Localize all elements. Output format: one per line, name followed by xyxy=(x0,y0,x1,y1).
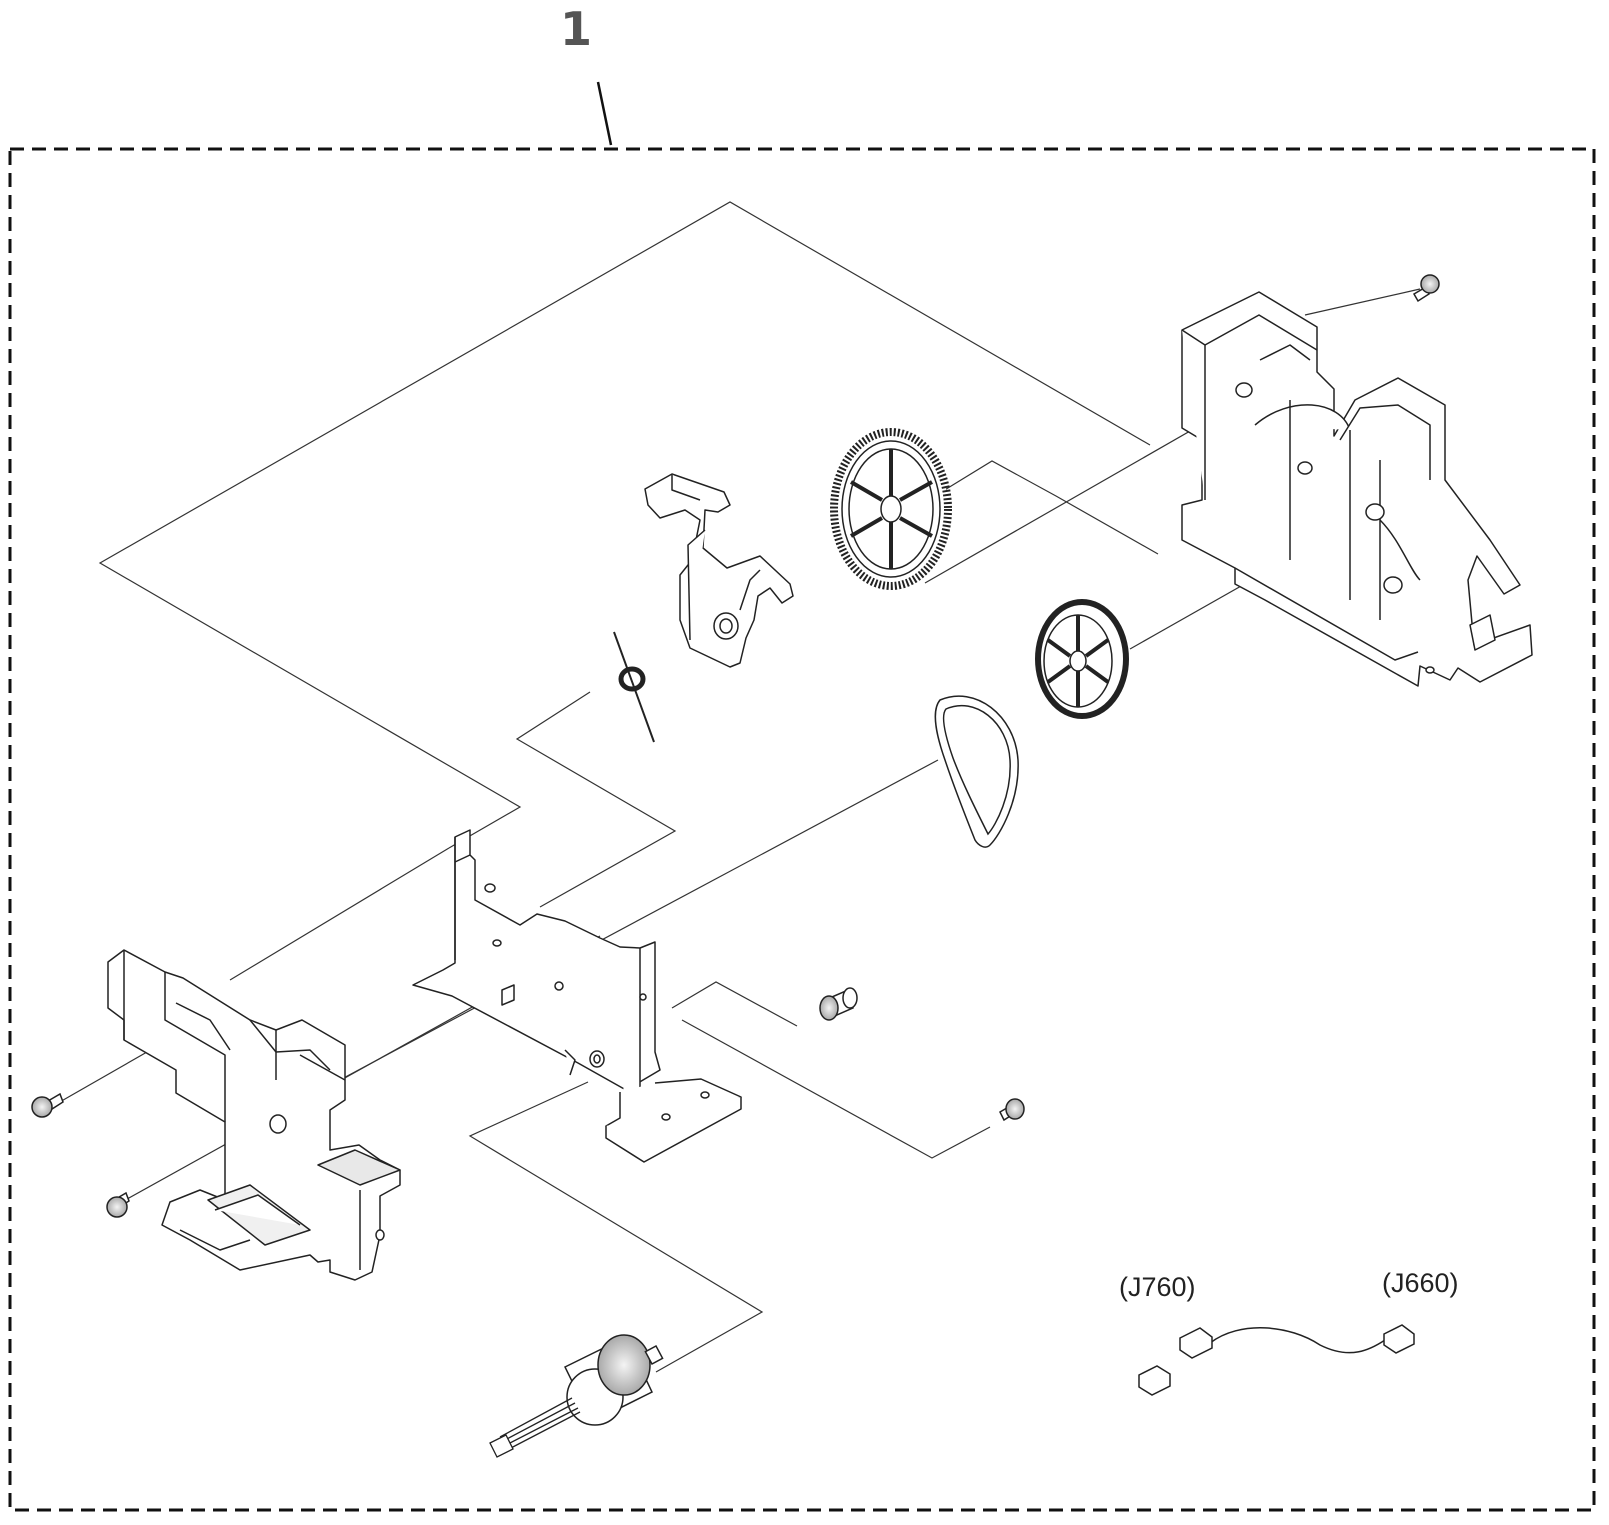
connector-label-j660: (J660) xyxy=(1382,1268,1459,1298)
torsion-spring xyxy=(613,631,655,743)
left-side-frame xyxy=(107,949,401,1281)
callout-leader-line xyxy=(596,81,613,146)
drive-motor xyxy=(563,1334,664,1426)
large-spur-gear xyxy=(830,428,952,590)
right-frame-screw xyxy=(1412,274,1440,303)
motor-cable xyxy=(489,1397,581,1458)
kit-boundary-dashed xyxy=(8,147,1596,1512)
drive-belt xyxy=(934,695,1019,848)
connector-label-j760: (J760) xyxy=(1119,1272,1196,1302)
bushing xyxy=(819,987,858,1021)
left-frame-screw-lower xyxy=(106,1191,130,1218)
right-side-frame xyxy=(1181,291,1533,687)
cam-lever-part xyxy=(644,473,794,668)
sensor-cable-assembly xyxy=(1138,1324,1415,1396)
center-mounting-bracket xyxy=(412,829,742,1163)
item-number-callout: 1 xyxy=(560,2,593,56)
pulley-wheel xyxy=(1035,599,1129,719)
left-frame-screw-upper xyxy=(31,1092,64,1118)
bracket-screw xyxy=(999,1098,1025,1122)
